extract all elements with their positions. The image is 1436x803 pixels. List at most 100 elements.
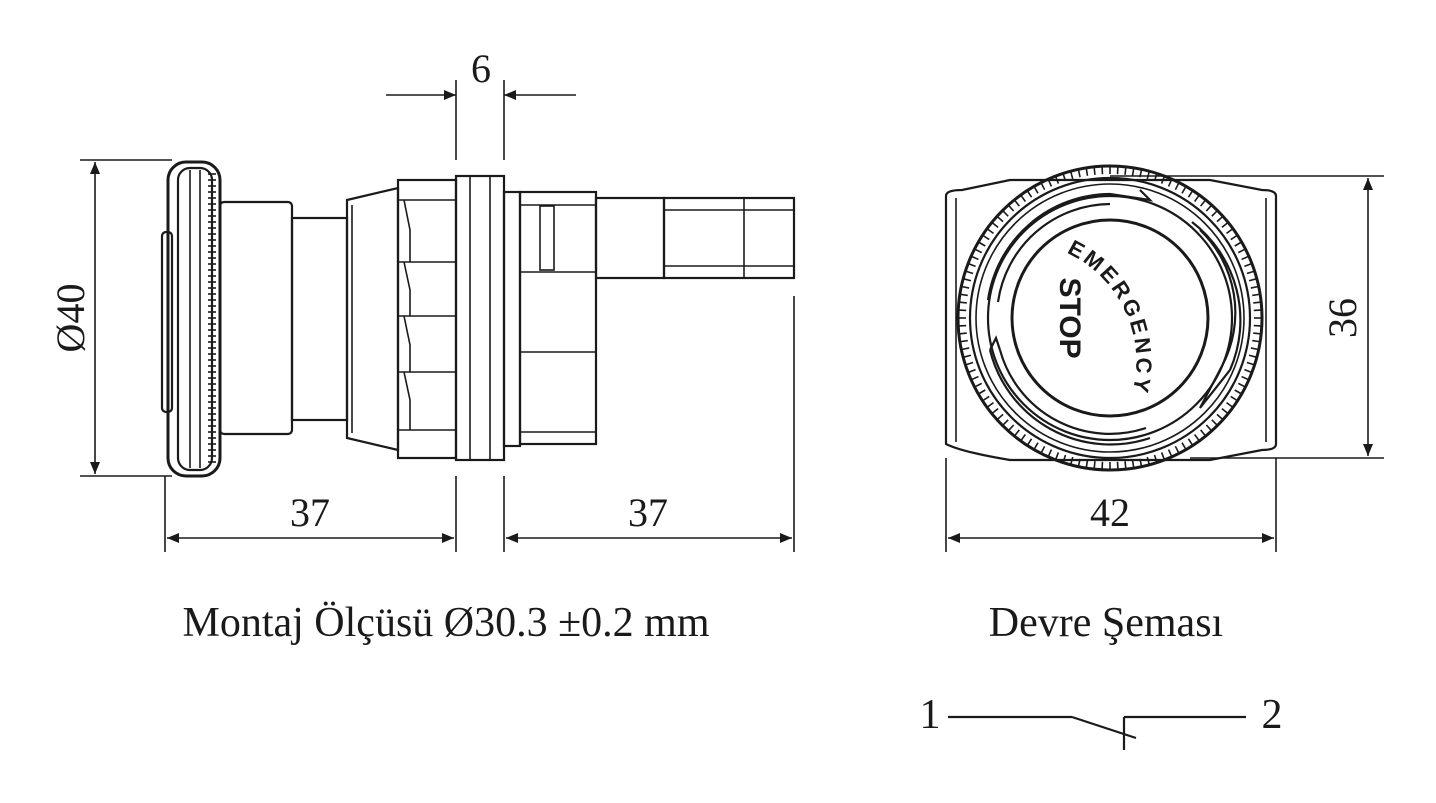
ring-knurl-tick bbox=[1093, 167, 1096, 175]
ring-knurl-tick bbox=[1253, 332, 1261, 335]
ring-knurl-tick bbox=[1230, 235, 1238, 241]
ring-knurl-tick bbox=[1002, 210, 1009, 217]
ring-knurl-tick bbox=[1014, 429, 1020, 436]
ring-knurl-tick bbox=[960, 339, 968, 343]
ring-knurl-tick bbox=[1200, 200, 1206, 207]
ring-knurl-tick bbox=[1248, 354, 1257, 358]
ring-knurl-tick bbox=[1181, 186, 1187, 194]
ring-knurl-tick bbox=[1205, 205, 1212, 212]
ring-knurl-tick bbox=[968, 263, 976, 268]
ring-knurl-tick bbox=[1070, 171, 1074, 180]
ring-knurl-tick bbox=[1244, 263, 1252, 268]
ring-knurl-tick bbox=[1211, 419, 1218, 426]
front-view: EMERGENCY STOP 36 42 bbox=[944, 164, 1384, 552]
ring-knurl-tick bbox=[1055, 176, 1060, 184]
ring-knurl-tick bbox=[1027, 438, 1033, 446]
ring-knurl-tick bbox=[1055, 452, 1060, 460]
ring-knurl-tick bbox=[1237, 382, 1245, 388]
front-width-label: 42 bbox=[1090, 490, 1130, 535]
ring-knurl-tick bbox=[1248, 278, 1257, 282]
ring-knurl-tick bbox=[1047, 449, 1053, 457]
ring-knurl-tick bbox=[1241, 255, 1249, 261]
ring-knurl-tick bbox=[1124, 167, 1127, 175]
circuit-diagram: 1 2 bbox=[920, 692, 1283, 750]
ring-knurl-tick bbox=[1062, 174, 1067, 182]
ring-knurl-tick bbox=[971, 375, 979, 381]
ring-knurl-tick bbox=[1033, 442, 1039, 450]
ring-knurl-tick bbox=[966, 361, 974, 366]
ring-knurl-tick bbox=[1244, 368, 1252, 373]
ring-knurl-tick bbox=[1020, 195, 1027, 202]
outer-ring bbox=[956, 164, 1264, 472]
mushroom-head bbox=[160, 160, 222, 478]
ring-knurl-tick bbox=[1187, 438, 1193, 446]
ring-knurl-tick bbox=[1216, 216, 1223, 223]
ring-knurl-tick bbox=[987, 401, 994, 408]
ring-knurl-tick bbox=[963, 354, 972, 358]
ring-knurl-tick bbox=[968, 368, 976, 373]
ring-knurl-tick bbox=[1252, 293, 1260, 297]
ring-knurl-tick bbox=[1077, 170, 1081, 178]
body-collar bbox=[345, 186, 400, 452]
stop-label: STOP bbox=[1053, 277, 1086, 358]
ring-knurl-tick bbox=[978, 389, 986, 395]
ring-knurl-tick bbox=[1008, 424, 1015, 431]
ring-knurl-tick bbox=[1250, 285, 1258, 289]
ring-knurl-tick bbox=[1193, 434, 1200, 441]
ring-knurl-tick bbox=[1216, 413, 1223, 420]
ring-knurl-tick bbox=[1226, 228, 1233, 235]
ring-knurl-tick bbox=[992, 222, 999, 228]
front-height-label: 36 bbox=[1320, 298, 1365, 338]
ring-knurl-tick bbox=[1160, 176, 1165, 184]
ring-knurl-tick bbox=[997, 413, 1004, 420]
ring-knurl-tick bbox=[1234, 241, 1242, 247]
ring-knurl-tick bbox=[1221, 222, 1228, 228]
ring-knurl-tick bbox=[1200, 429, 1206, 436]
ring-knurl-tick bbox=[1070, 456, 1074, 465]
ring-knurl-tick bbox=[966, 270, 974, 275]
ring-knurl-tick bbox=[1008, 205, 1015, 212]
ribbed-nut bbox=[396, 178, 458, 460]
ring-knurl-tick bbox=[982, 235, 990, 241]
mounting-flange bbox=[454, 174, 522, 462]
front-dimension-lines bbox=[948, 178, 1373, 543]
ring-knurl-tick bbox=[1033, 186, 1039, 194]
ring-knurl-tick bbox=[1246, 361, 1254, 366]
ring-knurl-tick bbox=[1131, 168, 1135, 176]
ring-knurl-tick bbox=[1221, 408, 1228, 414]
side-view: Ø40 6 37 37 bbox=[48, 46, 796, 552]
mounting-caption: Montaj Ölçüsü Ø30.3 ±0.2 mm bbox=[182, 600, 709, 646]
ring-knurl-tick bbox=[1093, 461, 1096, 469]
ring-knurl-tick bbox=[960, 293, 968, 297]
ring-knurl-tick bbox=[1139, 458, 1143, 466]
ring-knurl-tick bbox=[1230, 395, 1238, 401]
terminal-2-label: 2 bbox=[1262, 692, 1283, 738]
ring-knurl-tick bbox=[1211, 210, 1218, 217]
ring-knurl-tick bbox=[1124, 461, 1127, 469]
ring-knurl-tick bbox=[962, 347, 970, 351]
ring-knurl-tick bbox=[987, 228, 994, 235]
ring-knurl-tick bbox=[1027, 190, 1033, 198]
circuit-caption: Devre Şeması bbox=[989, 600, 1223, 646]
ring-knurl-tick bbox=[1040, 445, 1046, 453]
ring-knurl-tick bbox=[1062, 454, 1067, 462]
ring-knurl-tick bbox=[1193, 195, 1200, 202]
ring-knurl-tick bbox=[1040, 183, 1046, 191]
ring-knurl-tick bbox=[1131, 460, 1135, 468]
ring-knurl-tick bbox=[1002, 419, 1009, 426]
ring-knurl-tick bbox=[1020, 434, 1027, 441]
left-length-label: 37 bbox=[290, 490, 330, 535]
side-dimension-lines bbox=[90, 90, 792, 543]
ring-knurl-tick bbox=[1181, 442, 1187, 450]
ring-knurl-tick bbox=[1153, 454, 1158, 462]
ring-knurl-tick bbox=[1246, 270, 1254, 275]
ring-knurl-tick bbox=[992, 408, 999, 414]
rotation-arrows bbox=[986, 189, 1242, 446]
ring-knurl-tick bbox=[1241, 375, 1249, 381]
ring-knurl-tick bbox=[1237, 248, 1245, 254]
ring-knurl-tick bbox=[1253, 301, 1261, 304]
ring-knurl-tick bbox=[997, 216, 1004, 223]
ring-knurl-tick bbox=[1160, 452, 1165, 460]
ring-knurl-tick bbox=[1085, 460, 1089, 468]
